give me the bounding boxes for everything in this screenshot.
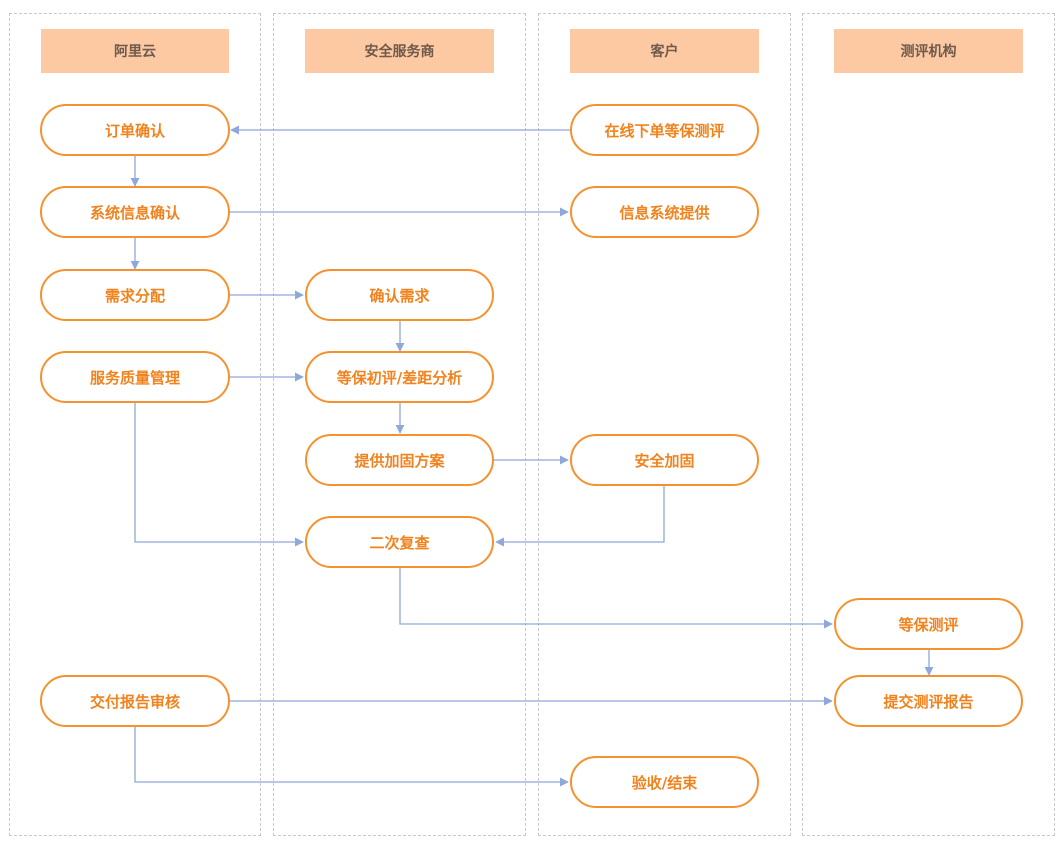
edge-quality-mgmt-to-recheck [134,403,304,547]
node-req-assign: 需求分配 [40,269,230,321]
lane-aliyun [9,13,261,836]
lane-header-evaluation-agency: 测评机构 [834,29,1023,73]
node-order-confirm: 订单确认 [40,104,230,156]
edge-recheck-to-mlps-eval [399,568,833,629]
node-confirm-req: 确认需求 [305,269,494,321]
node-online-order: 在线下单等保测评 [570,104,759,156]
node-acceptance: 验收/结束 [570,756,759,808]
node-sys-info-confirm: 系统信息确认 [40,186,230,238]
node-report-review: 交付报告审核 [40,675,230,727]
lane-security-provider [273,13,526,836]
lane-header-security-provider: 安全服务商 [305,29,494,73]
node-submit-report: 提交测评报告 [834,675,1023,727]
node-gap-analysis: 等保初评/差距分析 [305,351,494,403]
lane-header-aliyun: 阿里云 [41,29,229,73]
lane-evaluation-agency [802,13,1055,836]
edge-report-review-to-acceptance [134,727,569,787]
node-recheck: 二次复查 [305,516,494,568]
node-quality-mgmt: 服务质量管理 [40,351,230,403]
node-harden-plan: 提供加固方案 [305,434,494,486]
edge-security-harden-to-recheck [495,486,665,547]
lane-header-customer: 客户 [570,29,759,73]
node-mlps-eval: 等保测评 [834,598,1023,650]
lane-customer [538,13,791,836]
node-security-harden: 安全加固 [570,434,759,486]
node-info-sys-provide: 信息系统提供 [570,186,759,238]
